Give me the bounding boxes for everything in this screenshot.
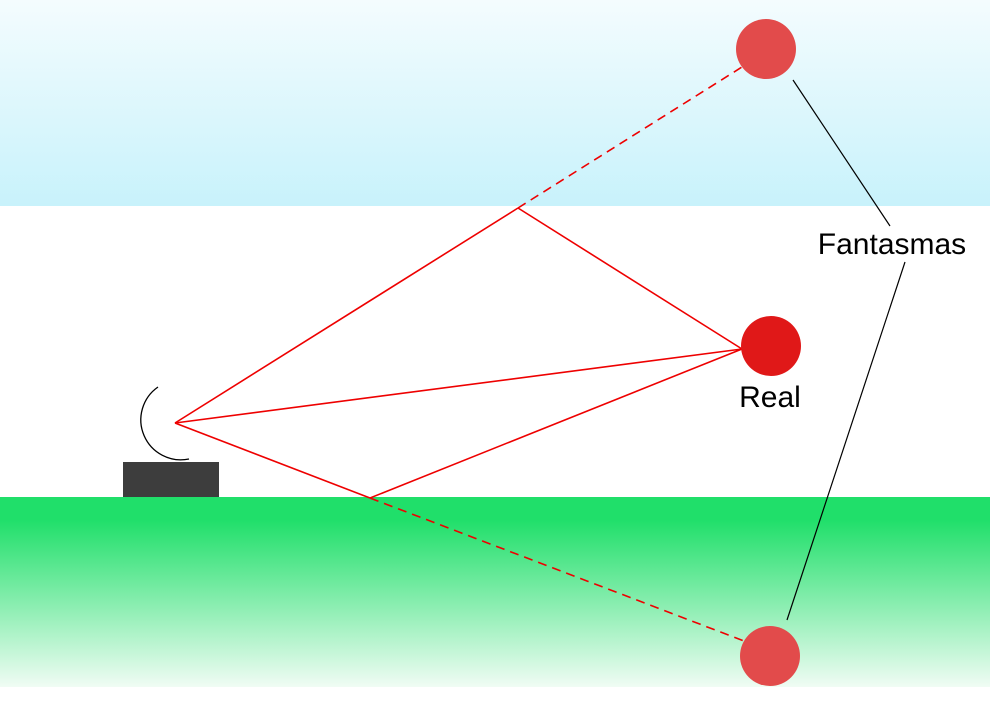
ray-radar-to-target-direct: [174, 348, 743, 424]
ray-radar-to-ground-reflection: [174, 422, 371, 499]
lower-ghost-target: [740, 626, 800, 686]
upper-reflecting-layer: [0, 0, 990, 206]
ray-ground-reflection-to-target: [369, 348, 743, 499]
radar-base: [123, 462, 219, 497]
real-target: [741, 316, 801, 376]
real-label: Real: [739, 381, 801, 414]
ray-radar-to-upper-reflection: [174, 207, 519, 424]
leader-line-upper-ghost: [792, 79, 891, 227]
leader-line-lower-ghost: [786, 261, 906, 621]
ghosts-label: Fantasmas: [818, 228, 966, 261]
ray-upper-reflection-to-target: [517, 207, 743, 350]
dashed-path-lower-ghost: [369, 497, 745, 642]
upper-ghost-target: [736, 19, 796, 79]
radar-dish-icon: [140, 386, 190, 461]
ground-reflecting-layer: [0, 497, 990, 687]
